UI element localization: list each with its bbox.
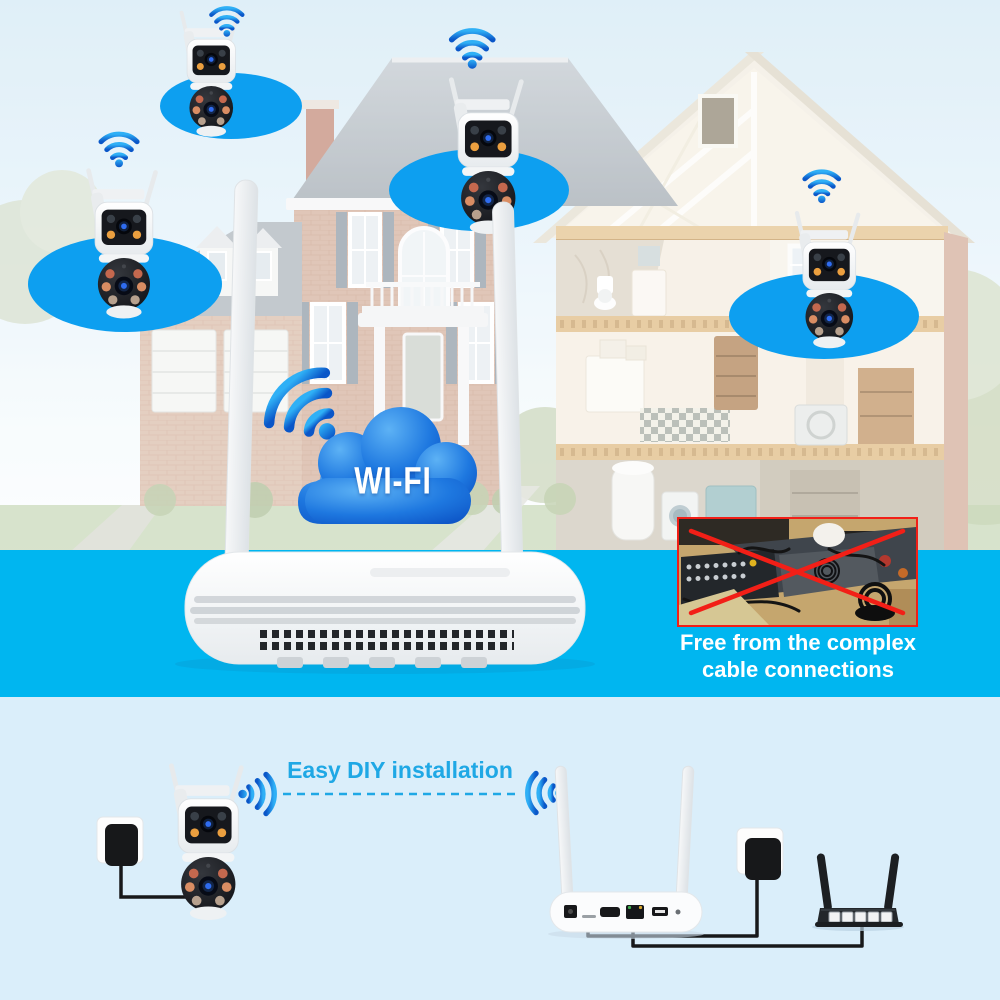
bottom-panel	[0, 697, 1000, 1000]
wifi-cloud-label: WI-FI	[354, 459, 432, 503]
messy-cables-photo	[677, 517, 918, 627]
inset-caption: Free from the complex cable connections	[652, 629, 944, 683]
fade-veil	[0, 0, 1000, 552]
diy-title: Easy DIY installation	[287, 757, 513, 783]
messy-cables-scene	[679, 519, 916, 625]
inset-caption-line2: cable connections	[702, 657, 894, 682]
walkway	[70, 505, 162, 552]
house-illustration	[0, 0, 1000, 552]
inset-caption-line1: Free from the complex	[680, 630, 916, 655]
red-cross-icon	[688, 528, 906, 616]
